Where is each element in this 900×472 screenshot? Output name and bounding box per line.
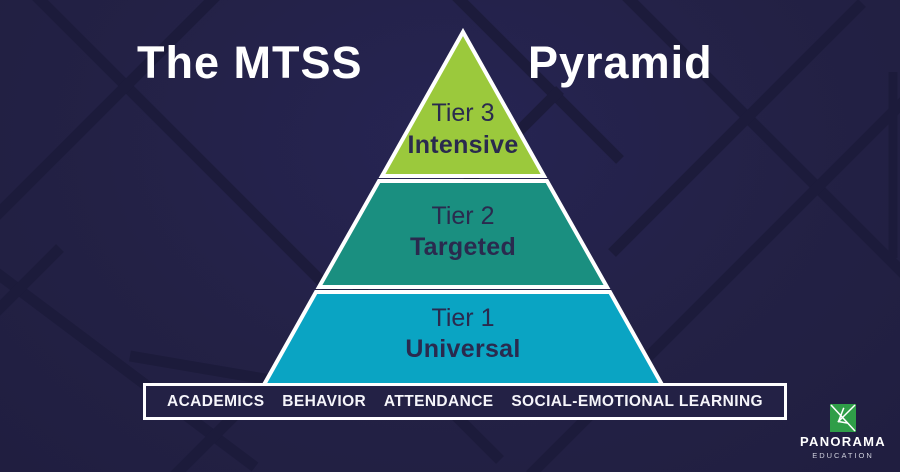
panorama-logo-icon — [830, 404, 856, 432]
foundation-bar: ACADEMICS BEHAVIOR ATTENDANCE SOCIAL-EMO… — [143, 383, 787, 420]
tier1-label: Tier 1 — [431, 304, 495, 332]
tier2-name: Targeted — [409, 233, 517, 261]
foundation-item-sel: SOCIAL-EMOTIONAL LEARNING — [511, 392, 763, 410]
foundation-item-attendance: ATTENDANCE — [383, 392, 494, 410]
foundation-item-behavior: BEHAVIOR — [282, 392, 367, 410]
tier2-label: Tier 2 — [431, 202, 495, 230]
tier3-shape — [378, 27, 548, 178]
tier1-name: Universal — [405, 335, 521, 363]
page-title-right: Pyramid — [528, 37, 713, 88]
tier3-name: Intensive — [407, 131, 519, 159]
tier3-label: Tier 3 — [431, 99, 495, 127]
logo-subtitle-text: EDUCATION — [812, 451, 874, 460]
panorama-education-logo: PANORAMA EDUCATION — [793, 404, 893, 460]
foundation-item-academics: ACADEMICS — [167, 392, 265, 410]
logo-brand-text: PANORAMA — [800, 434, 886, 449]
page-title-left: The MTSS — [137, 37, 363, 88]
tier2-shape — [315, 179, 611, 289]
